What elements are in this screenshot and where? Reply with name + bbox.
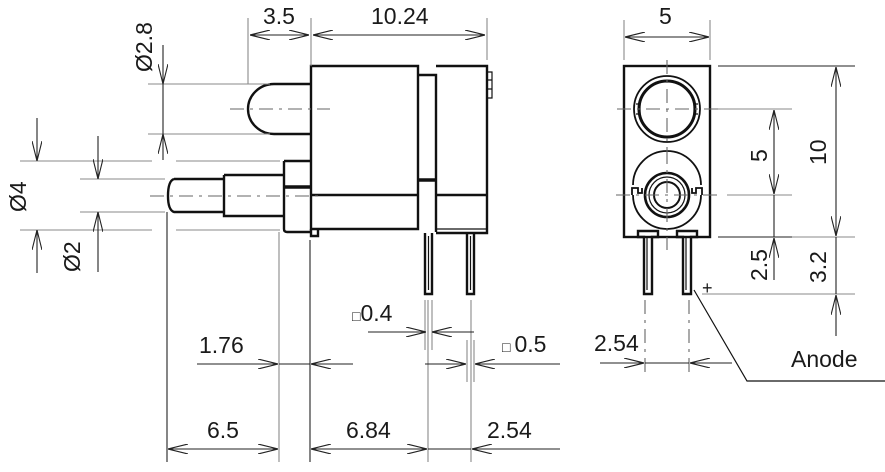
anode-leader-line	[693, 289, 885, 382]
dim-3.2-label: 3.2	[805, 251, 831, 283]
dim-2.5-label: 2.5	[746, 249, 772, 281]
dim-6.84-label: 6.84	[346, 417, 391, 443]
side-pins	[423, 233, 476, 296]
dia-2-label: Ø2	[59, 241, 85, 272]
dia-4-label: Ø4	[5, 181, 31, 212]
polarity-plus-mark: +	[702, 278, 713, 298]
dia-2.8-label: Ø2.8	[131, 22, 157, 72]
dim-2.54-front-label: 2.54	[594, 330, 639, 356]
front-view: + Anode 5 5 2.5 10 3.2 2.54	[594, 3, 885, 382]
side-view: 3.5 10.24 Ø2.8 Ø4 Ø2	[5, 3, 560, 462]
upper-led-lens	[230, 82, 330, 136]
dim-6.5-label: 6.5	[207, 417, 239, 443]
dim-height-10-label: 10	[805, 139, 831, 165]
pin-size-0.5-label: □0.5	[502, 331, 546, 357]
housing-body	[309, 64, 493, 238]
pin-size-0.4-label: □0.4	[352, 300, 393, 326]
anode-label: Anode	[791, 346, 858, 372]
dim-spacing-5-label: 5	[746, 149, 772, 162]
front-pins	[636, 229, 699, 296]
dim-width-5-label: 5	[659, 3, 672, 29]
dim-3.5-label: 3.5	[263, 3, 295, 29]
lower-light-pipe	[150, 159, 320, 234]
dim-1.76-label: 1.76	[199, 332, 244, 358]
dim-10.24-label: 10.24	[371, 3, 429, 29]
dim-2.54-side-label: 2.54	[487, 417, 532, 443]
